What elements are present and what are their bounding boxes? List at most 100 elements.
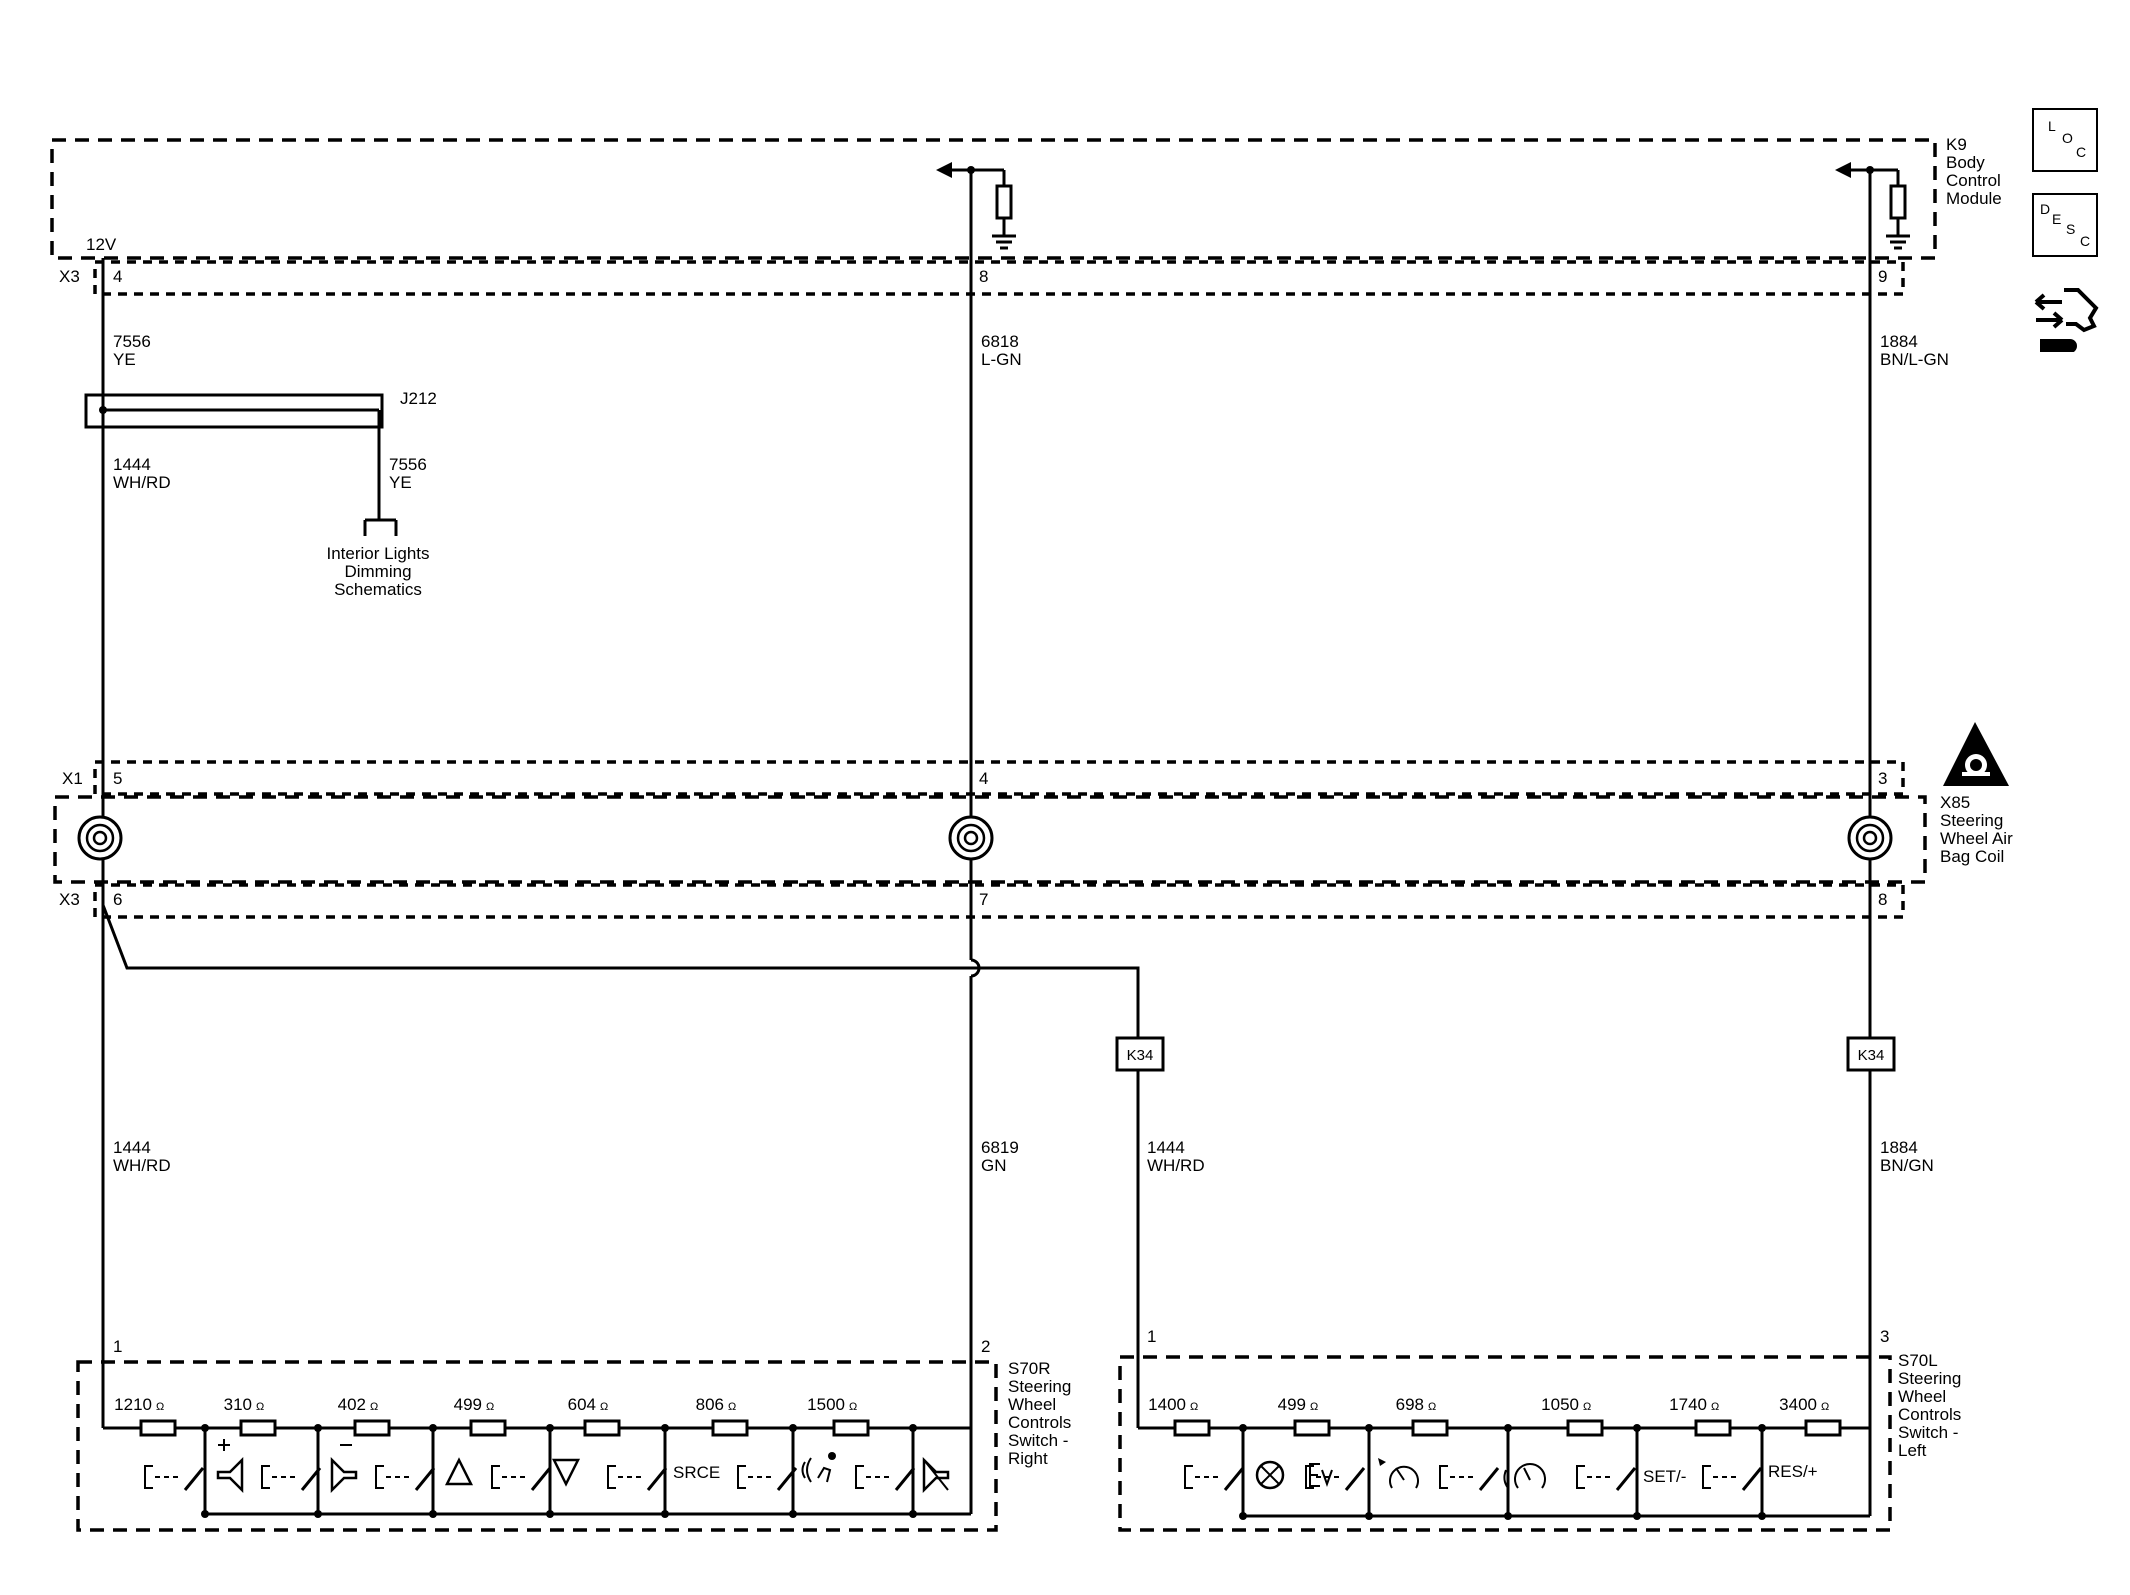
up-arrow-icon (444, 1457, 474, 1486)
wire-circuit: 1444 (113, 1138, 151, 1157)
wire-color: WH/RD (113, 1156, 171, 1175)
s70r-label-line-4: Controls (1008, 1413, 1071, 1432)
k9-body-control-module: K9 Body Control Module 12V (50, 135, 2002, 260)
s70r-label-line-1: S70R (1008, 1359, 1051, 1378)
switch-contact (1439, 1465, 1500, 1491)
pin-label: 1 (113, 1337, 122, 1356)
junction-node (314, 1510, 322, 1518)
wire-color: L-GN (981, 350, 1022, 369)
junction-node (1365, 1512, 1373, 1520)
reference-line-1: Interior Lights (327, 544, 430, 563)
connector-tool-icon[interactable] (2032, 280, 2102, 352)
ohm-unit: Ω (1821, 1401, 1829, 1413)
pin-label: 8 (979, 267, 988, 286)
mute-icon (922, 1456, 950, 1494)
k9-input-circuit-8 (936, 162, 1016, 258)
coil-icon (948, 815, 994, 861)
junction-node (1504, 1512, 1512, 1520)
switch-contact (375, 1465, 436, 1491)
x85-label-line-1: X85 (1940, 793, 1970, 812)
s70r-switch-module: 1 2 S70R Steering Wheel Controls Switch … (76, 1337, 1071, 1532)
k34-left-label: K34 (1127, 1047, 1154, 1064)
resistor-value: 499 (454, 1395, 482, 1414)
cruise-cancel-icon (1255, 1460, 1285, 1490)
ground-icon (1886, 234, 1910, 250)
junction-node (1633, 1512, 1641, 1520)
desc-letter-s: S (2066, 221, 2076, 237)
x85-air-bag-coil: X85 Steering Wheel Air Bag Coil (53, 722, 2013, 884)
resistor-value: 499 (1278, 1395, 1306, 1414)
ohm-unit: Ω (256, 1401, 264, 1413)
reference-line-2: Dimming (344, 562, 411, 581)
k9-label-line-2: Body (1946, 153, 1985, 172)
resistor (832, 1419, 870, 1437)
voltage-label: 12V (86, 235, 117, 254)
resistor (239, 1419, 277, 1437)
junction-node (546, 1510, 554, 1518)
description-reference-icon[interactable]: D E S C (2032, 193, 2098, 257)
resistor (1173, 1419, 1211, 1437)
arrow-left-icon (936, 162, 952, 178)
wire-color: WH/RD (113, 473, 171, 492)
wire-color: BN/L-GN (1880, 350, 1949, 369)
junction-node (201, 1510, 209, 1518)
voice-command-icon (801, 1452, 836, 1483)
x3-lower-label: X3 (59, 890, 80, 909)
ohm-unit: Ω (156, 1401, 164, 1413)
down-arrow-icon (551, 1458, 581, 1487)
resistor (583, 1419, 621, 1437)
source-switch-label: SRCE (673, 1463, 720, 1482)
x1-connector: X1 5 4 3 (62, 760, 1905, 796)
pin-label: 5 (113, 769, 122, 788)
junction-node (1239, 1512, 1247, 1520)
wire-circuit: 1884 (1880, 1138, 1918, 1157)
s70l-label-line-2: Steering (1898, 1369, 1961, 1388)
wire-circuit: 6819 (981, 1138, 1019, 1157)
s70l-label-line-1: S70L (1898, 1351, 1938, 1370)
resume-plus-label: RES/+ (1768, 1462, 1818, 1481)
switch-contact (855, 1465, 916, 1491)
pin-label: 6 (113, 890, 122, 909)
switch-contact (491, 1465, 552, 1491)
wire-circuit: 7556 (389, 455, 427, 474)
j212-splice: J212 Interior Lights Dimming Schematics (84, 389, 437, 599)
pin-label: 8 (1878, 890, 1887, 909)
coil-icon (77, 815, 123, 861)
location-reference-icon[interactable]: L O C (2032, 108, 2098, 172)
s70l-label-line-4: Controls (1898, 1405, 1961, 1424)
j212-label: J212 (400, 389, 437, 408)
ev-mode-icon (1309, 1463, 1333, 1487)
resistor (1411, 1419, 1449, 1437)
ohm-unit: Ω (1190, 1401, 1198, 1413)
switch-contact (607, 1465, 668, 1491)
switch-contact (1576, 1465, 1637, 1491)
resistor (1566, 1419, 1604, 1437)
switch-contact (737, 1465, 798, 1491)
ohm-unit: Ω (1428, 1401, 1436, 1413)
coil-icon (1847, 815, 1893, 861)
resistor (353, 1419, 391, 1437)
volume-down-icon (330, 1444, 358, 1494)
loc-letter-o: O (2062, 130, 2073, 146)
switch-contact (1184, 1465, 1245, 1491)
resistor-value: 604 (568, 1395, 596, 1414)
desc-letter-e: E (2052, 211, 2062, 227)
k9-label-line-1: K9 (1946, 135, 1967, 154)
resistor (711, 1419, 749, 1437)
loc-letter-l: L (2048, 118, 2056, 134)
x85-label-line-4: Bag Coil (1940, 847, 2004, 866)
ohm-unit: Ω (1711, 1401, 1719, 1413)
k9-input-circuit-9 (1835, 162, 1910, 258)
s70l-label-line-6: Left (1898, 1441, 1927, 1460)
x85-label-line-3: Wheel Air (1940, 829, 2013, 848)
wire-circuit: 6818 (981, 332, 1019, 351)
resistor (1293, 1419, 1331, 1437)
ohm-unit: Ω (600, 1401, 608, 1413)
k34-right-label: K34 (1858, 1047, 1885, 1064)
resistor-value: 806 (696, 1395, 724, 1414)
resistor-value: 3400 (1779, 1395, 1817, 1414)
k9-label-line-3: Control (1946, 171, 2001, 190)
x3-connector-top: X3 4 8 9 (59, 260, 1905, 296)
